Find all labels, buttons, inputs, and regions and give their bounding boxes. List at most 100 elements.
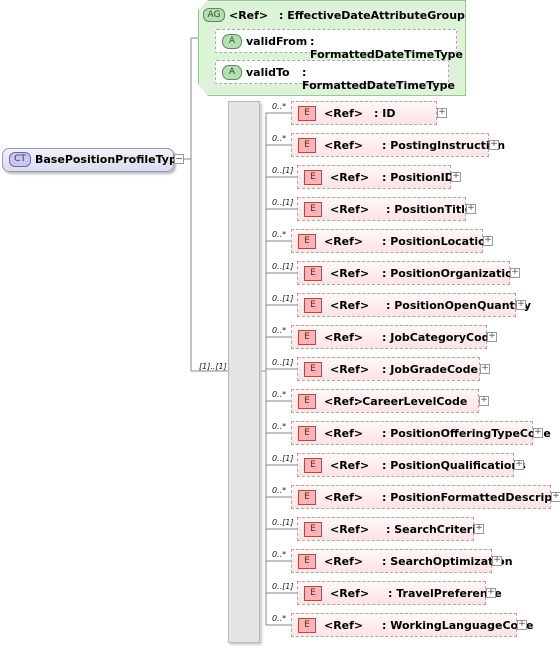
element-badge-icon: E xyxy=(298,490,316,505)
attribute-group-name: : EffectiveDateAttributeGroup xyxy=(279,9,465,22)
element-node[interactable]: E<Ref>: PositionOfferingTypeCode xyxy=(291,421,551,445)
element-node[interactable]: E<Ref>: PositionFormattedDescription xyxy=(291,485,560,509)
element-node[interactable]: E<Ref>: PositionLocation xyxy=(291,229,494,253)
expand-icon[interactable]: + xyxy=(492,555,502,566)
element-node[interactable]: E<Ref>: PostingInstruction xyxy=(291,133,505,157)
element-ref: <Ref> xyxy=(330,587,370,600)
ct-badge-icon: CT xyxy=(9,152,31,167)
element-ref: <Ref> xyxy=(330,459,370,472)
expand-icon[interactable]: + xyxy=(486,587,496,598)
element-node[interactable]: E <Ref> : SearchOptimization xyxy=(291,549,513,573)
element-badge-icon: E xyxy=(298,106,316,121)
element-ref: <Ref> xyxy=(330,523,370,536)
expand-icon[interactable]: + xyxy=(517,619,527,630)
element-badge-icon: E xyxy=(304,362,322,377)
element-cardinality: 0..[1] xyxy=(272,518,294,527)
element-cardinality: 0..* xyxy=(272,102,287,111)
element-badge-icon: E xyxy=(304,170,322,185)
attribute-type: : FormattedDateTimeType xyxy=(310,35,463,61)
expand-icon[interactable]: + xyxy=(533,427,543,438)
expand-icon[interactable]: + xyxy=(451,171,461,182)
element-node[interactable]: E<Ref>: JobCategoryCode xyxy=(291,325,497,349)
element-name: : SearchCriteria xyxy=(386,523,484,536)
element-badge-icon: E xyxy=(298,426,316,441)
element-node[interactable]: E <Ref> : TravelPreference xyxy=(297,581,502,605)
element-cardinality: 0..[1] xyxy=(272,262,294,271)
expand-icon[interactable]: + xyxy=(489,139,499,150)
attribute-group-ref: <Ref> xyxy=(229,9,269,22)
expand-icon[interactable]: + xyxy=(480,363,490,374)
element-ref: <Ref> xyxy=(330,171,370,184)
element-node[interactable]: E<Ref>: WorkingLanguageCode xyxy=(291,613,533,637)
element-badge-icon: E xyxy=(304,266,322,281)
expand-icon[interactable]: + xyxy=(487,331,497,342)
element-cardinality: 0..[1] xyxy=(272,198,294,207)
element-name: : ID xyxy=(374,107,396,120)
element-node[interactable]: E <Ref> : PositionQualifications xyxy=(297,453,526,477)
element-badge-icon: E xyxy=(304,458,322,473)
expand-icon[interactable]: + xyxy=(474,523,484,534)
element-badge-icon: E xyxy=(298,394,316,409)
complex-type-node[interactable]: CT BasePositionProfileType xyxy=(2,148,184,172)
element-cardinality: 0..* xyxy=(272,230,287,239)
element-badge-icon: E xyxy=(298,554,316,569)
sequence-compositor[interactable] xyxy=(228,101,260,643)
element-ref: <Ref> xyxy=(330,203,370,216)
element-cardinality: 0..* xyxy=(272,486,287,495)
element-name: : PositionOrganization xyxy=(382,267,521,280)
element-cardinality: 0..[1] xyxy=(272,582,294,591)
element-ref: <Ref> xyxy=(324,107,364,120)
attribute-valid-to[interactable]: A validTo : FormattedDateTimeType xyxy=(215,60,455,92)
expand-icon[interactable]: + xyxy=(514,459,524,470)
element-name: : SearchOptimization xyxy=(382,555,513,568)
element-ref: <Ref> xyxy=(324,395,364,408)
element-ref: <Ref> xyxy=(324,235,364,248)
element-ref: <Ref> xyxy=(330,363,370,376)
element-badge-icon: E xyxy=(298,618,316,633)
element-name: : TravelPreference xyxy=(388,587,502,600)
expand-icon[interactable]: + xyxy=(483,235,493,246)
attribute-name: validFrom xyxy=(246,35,308,48)
element-name: : PositionQualifications xyxy=(382,459,526,472)
element-name: : PositionOpenQuantity xyxy=(386,299,531,312)
attribute-valid-from[interactable]: A validFrom : FormattedDateTimeType xyxy=(215,29,463,61)
element-badge-icon: E xyxy=(304,298,322,313)
attribute-name: validTo xyxy=(246,66,290,79)
element-name: : JobGradeCode xyxy=(382,363,478,376)
element-cardinality: 0..* xyxy=(272,326,287,335)
element-name: : WorkingLanguageCode xyxy=(382,619,534,632)
expand-icon[interactable]: + xyxy=(516,299,526,310)
expand-icon[interactable]: + xyxy=(510,267,520,278)
element-badge-icon: E xyxy=(298,330,316,345)
element-node[interactable]: E <Ref> : ID xyxy=(291,101,437,125)
attribute-badge-icon: A xyxy=(222,65,242,80)
element-badge-icon: E xyxy=(304,586,322,601)
collapse-icon[interactable] xyxy=(174,154,184,164)
element-cardinality: 0..[1] xyxy=(272,294,294,303)
element-node[interactable]: E <Ref> : SearchCriteria xyxy=(297,517,483,541)
element-node[interactable]: E<Ref>: PositionOrganization xyxy=(297,261,521,285)
element-node[interactable]: E<Ref>: PositionID xyxy=(297,165,454,189)
sequence-cardinality: [1]..[1] xyxy=(199,362,227,371)
expand-icon[interactable]: + xyxy=(551,491,560,502)
element-node[interactable]: E<Ref>: PositionOpenQuantity xyxy=(297,293,531,317)
element-cardinality: 0..[1] xyxy=(272,358,294,367)
element-node[interactable]: E <Ref> : JobGradeCode xyxy=(297,357,480,381)
element-badge-icon: E xyxy=(304,522,322,537)
element-node[interactable]: E<Ref>: CareerLevelCode xyxy=(291,389,479,413)
element-cardinality: 0..* xyxy=(272,614,287,623)
element-name: : PositionTitle xyxy=(386,203,473,216)
expand-icon[interactable]: + xyxy=(466,203,476,214)
element-ref: <Ref> xyxy=(324,555,364,568)
element-name: : PositionLocation xyxy=(382,235,494,248)
element-ref: <Ref> xyxy=(324,427,364,440)
expand-icon[interactable]: + xyxy=(437,107,447,118)
element-cardinality: 0..* xyxy=(272,422,287,431)
element-cardinality: 0..* xyxy=(272,550,287,559)
element-cardinality: 0..* xyxy=(272,134,287,143)
element-node[interactable]: E<Ref>: PositionTitle xyxy=(297,197,472,221)
element-cardinality: 0..[1] xyxy=(272,454,294,463)
attribute-group-badge-icon: AG xyxy=(203,8,225,22)
expand-icon[interactable]: + xyxy=(479,395,489,406)
